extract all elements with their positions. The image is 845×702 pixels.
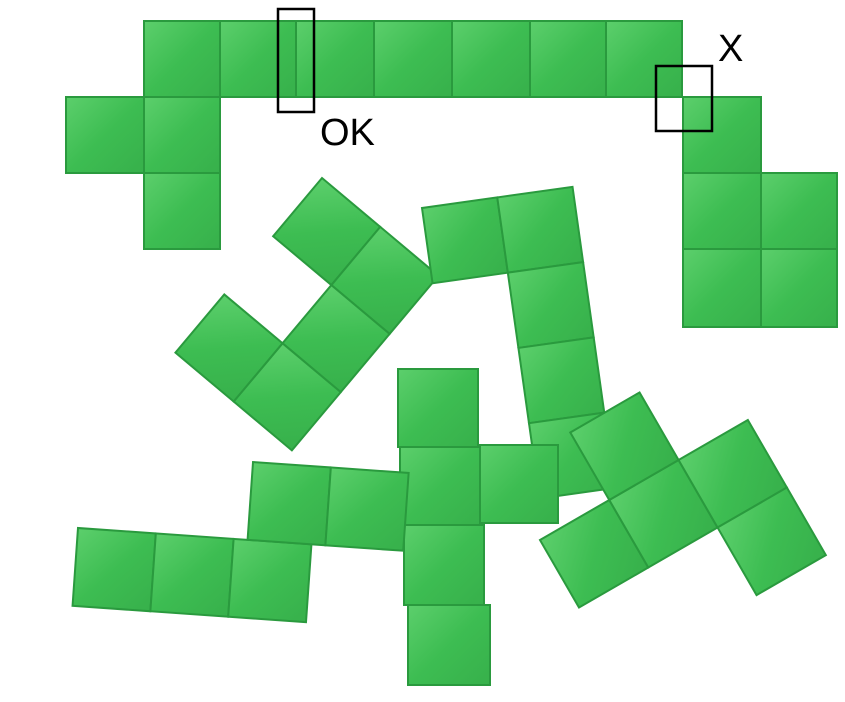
ok-label: OK <box>320 112 375 154</box>
x-label: X <box>718 28 743 70</box>
pentomino-bottom-left <box>73 450 409 628</box>
pentomino-top-bar <box>296 21 682 97</box>
pentomino-top-left-l <box>66 21 296 249</box>
